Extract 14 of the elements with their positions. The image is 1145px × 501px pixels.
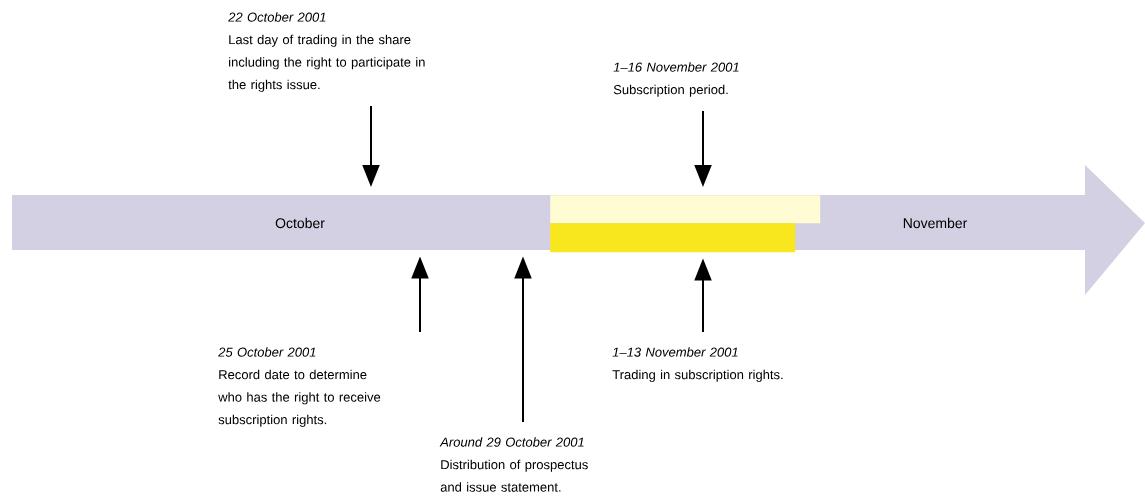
event-description: Last day of trading in the share including the right to participate in the rights issue. [228,34,425,92]
date-label: Around 29 October 2001 [439,437,584,447]
date-label: 22 October 2001 [228,12,326,22]
date-label: 1–13 November 2001 [612,347,738,357]
date-label: 1–16 November 2001 [613,62,739,72]
event-description: Record date to determine who has the right to receive subscription rights. [218,369,381,427]
period-bar [550,195,821,224]
event-description: Trading in subscription rights. [612,369,783,382]
period-bar [550,223,796,253]
month-label: November [903,217,968,229]
date-label: 25 October 2001 [218,347,316,357]
event-description: Subscription period. [613,84,728,97]
month-label: October [275,217,325,229]
event-description: Distribution of prospectus and issue statement. [440,459,588,492]
